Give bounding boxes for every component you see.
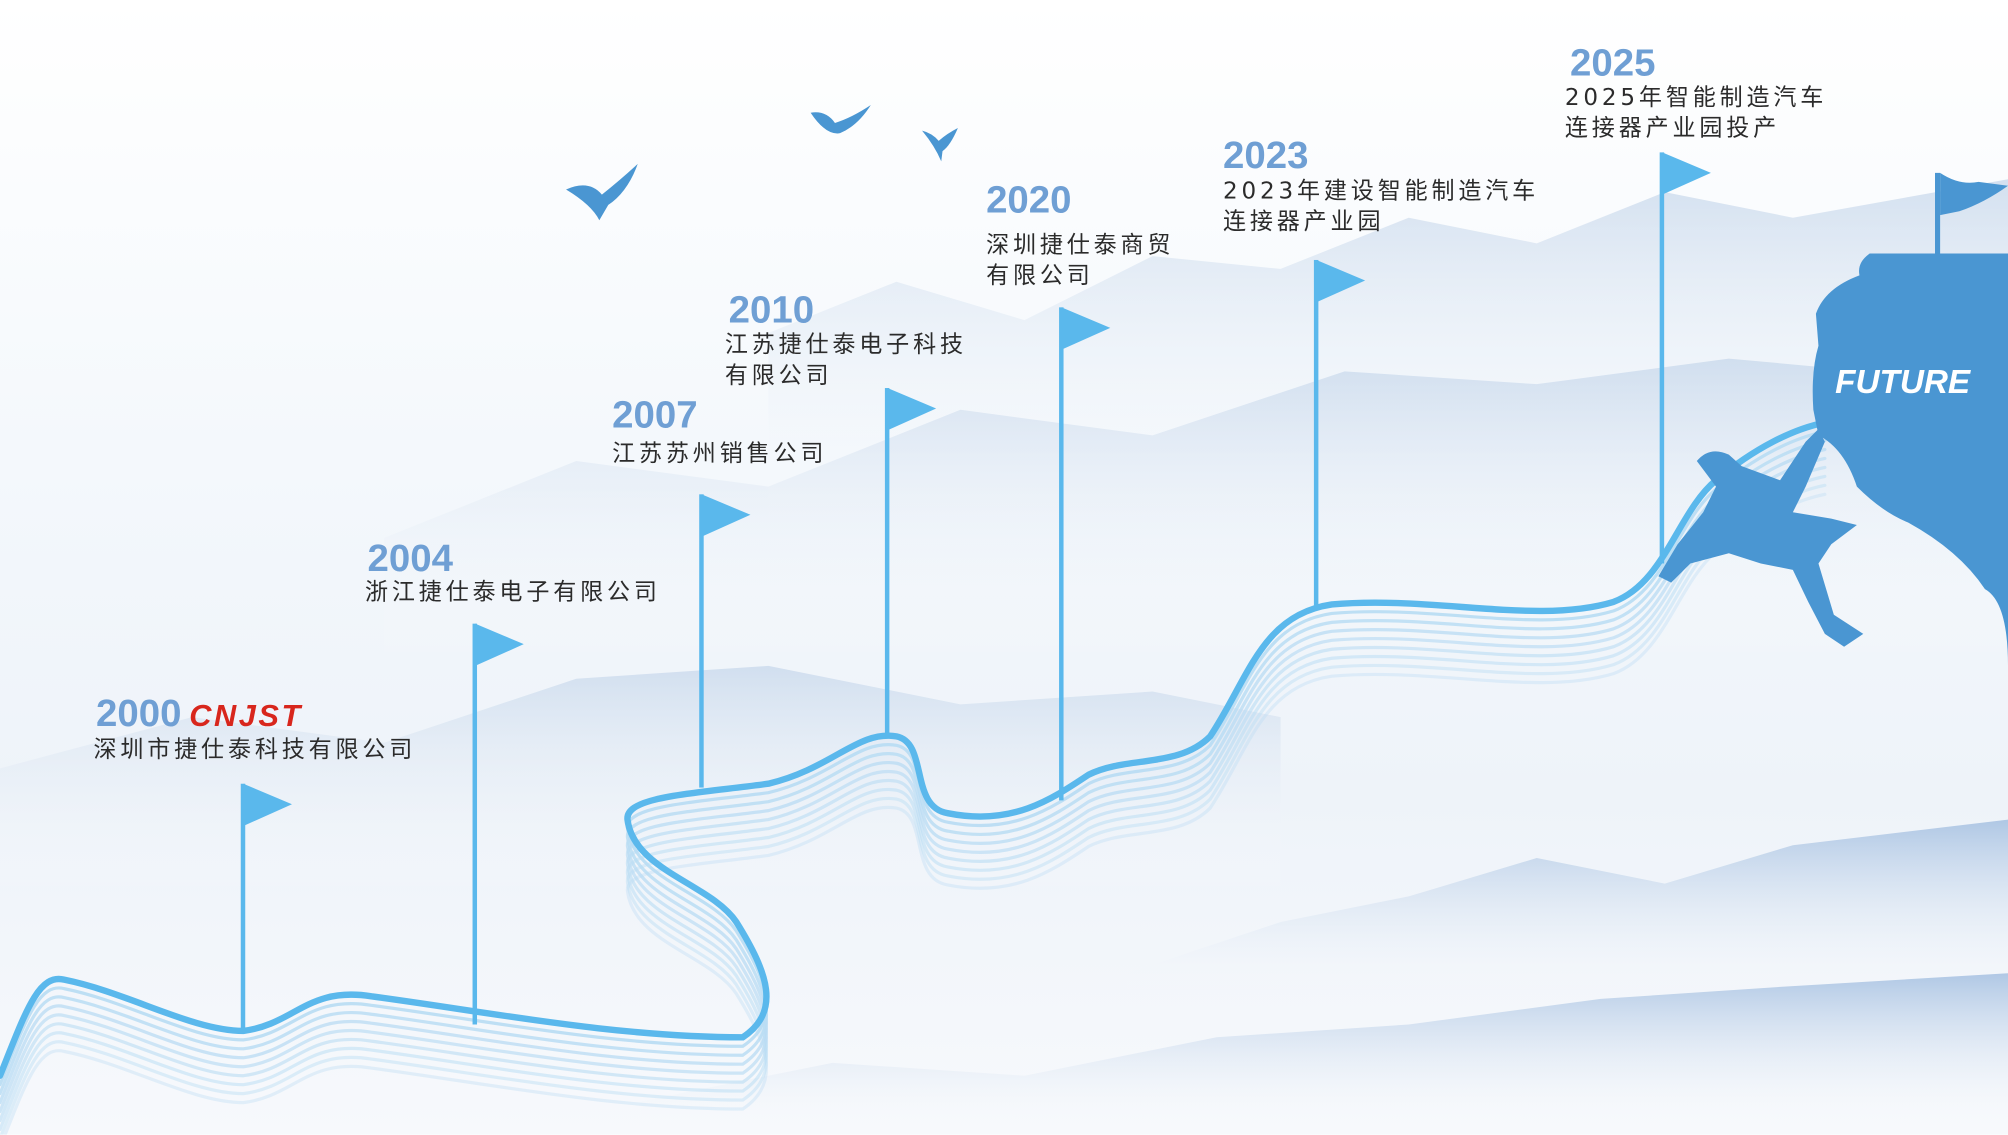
- description-line: 连接器产业园: [1222, 208, 1385, 236]
- milestone-description: 2023年建设智能制造汽车连接器产业园: [1223, 177, 1539, 238]
- ribbon-path: [0, 419, 1829, 1135]
- ribbon-shadow-line: [0, 429, 1827, 1087]
- future-label: FUTURE: [1835, 362, 1971, 401]
- ribbon-shadow-line: [0, 465, 1827, 1123]
- flag-pole: [1059, 307, 1064, 801]
- milestone-year: 2007: [612, 394, 698, 437]
- ribbon-shadow-line: [0, 438, 1827, 1096]
- flag-icon: [887, 388, 937, 431]
- flag-pole: [1659, 152, 1665, 564]
- flag-pole: [699, 494, 704, 788]
- flags: [240, 152, 1711, 1031]
- milestone-year: 2004: [368, 540, 453, 578]
- milestone-year: 2023: [1222, 134, 1309, 177]
- brand-logo: CNJST: [189, 699, 303, 734]
- ribbon-shadow-line: [3, 492, 1827, 1135]
- year-text: 2023: [1222, 134, 1309, 177]
- flag-icon: [243, 783, 292, 826]
- ribbon-shadow-line: [0, 447, 1827, 1105]
- milestone-description: 江苏捷仕泰电子科技有限公司: [725, 330, 967, 391]
- milestone-year: 2020: [986, 179, 1072, 222]
- flag-icon: [1316, 259, 1366, 303]
- mountains: [0, 179, 2008, 1135]
- flag-icon: [475, 623, 524, 666]
- year-text: 2000: [96, 692, 182, 736]
- flag-pole: [884, 388, 890, 737]
- birds: [566, 105, 958, 221]
- climber-icon: [1658, 429, 1864, 647]
- milestone-description: 浙江捷仕泰电子有限公司: [365, 578, 661, 609]
- description-line: 2023年建设智能制造汽车: [1222, 178, 1540, 205]
- milestone-description: 深圳捷仕泰商贸有限公司: [986, 231, 1174, 292]
- flag-icon: [701, 494, 751, 537]
- flag-pole: [472, 623, 478, 1025]
- description-line: 2025年智能制造汽车: [1564, 84, 1828, 112]
- cliff: [1658, 172, 2008, 666]
- milestone-description: 深圳市捷仕泰科技有限公司: [93, 735, 416, 766]
- description-line: 江苏捷仕泰电子科技: [724, 331, 967, 359]
- milestone-description: 江苏苏州销售公司: [612, 439, 827, 470]
- milestone-description: 2025年智能制造汽车连接器产业园投产: [1565, 83, 1827, 144]
- year-text: 2020: [986, 179, 1072, 222]
- bird-icon: [810, 105, 871, 134]
- summit-flag-icon: [1940, 172, 2008, 216]
- ribbon-shadow-line: [0, 483, 1827, 1135]
- year-text: 2004: [367, 537, 454, 581]
- ribbon-shadow-line: [0, 456, 1827, 1114]
- description-line: 浙江捷仕泰电子有限公司: [364, 578, 661, 606]
- year-text: 2010: [728, 289, 815, 332]
- year-text: 2007: [612, 394, 698, 437]
- description-line: 有限公司: [986, 262, 1094, 290]
- description-line: 深圳捷仕泰商贸: [986, 231, 1175, 259]
- flag-icon: [1662, 152, 1711, 195]
- ribbon-main-line: [0, 419, 1829, 1079]
- bird-icon: [922, 128, 958, 162]
- milestone-year: 2025: [1570, 42, 1656, 85]
- flag-pole: [240, 783, 246, 1031]
- flag-pole: [1313, 259, 1319, 609]
- description-line: 深圳市捷仕泰科技有限公司: [93, 736, 417, 764]
- description-line: 连接器产业园投产: [1564, 115, 1781, 143]
- description-line: 有限公司: [724, 362, 833, 390]
- description-line: 江苏苏州销售公司: [612, 440, 828, 468]
- summit-flag-pole: [1935, 172, 1941, 255]
- milestone-year: 2010: [728, 289, 815, 332]
- flag-icon: [1061, 307, 1111, 350]
- ribbon-shadow-line: [0, 474, 1827, 1132]
- year-text: 2025: [1570, 42, 1656, 85]
- bird-icon: [566, 163, 638, 221]
